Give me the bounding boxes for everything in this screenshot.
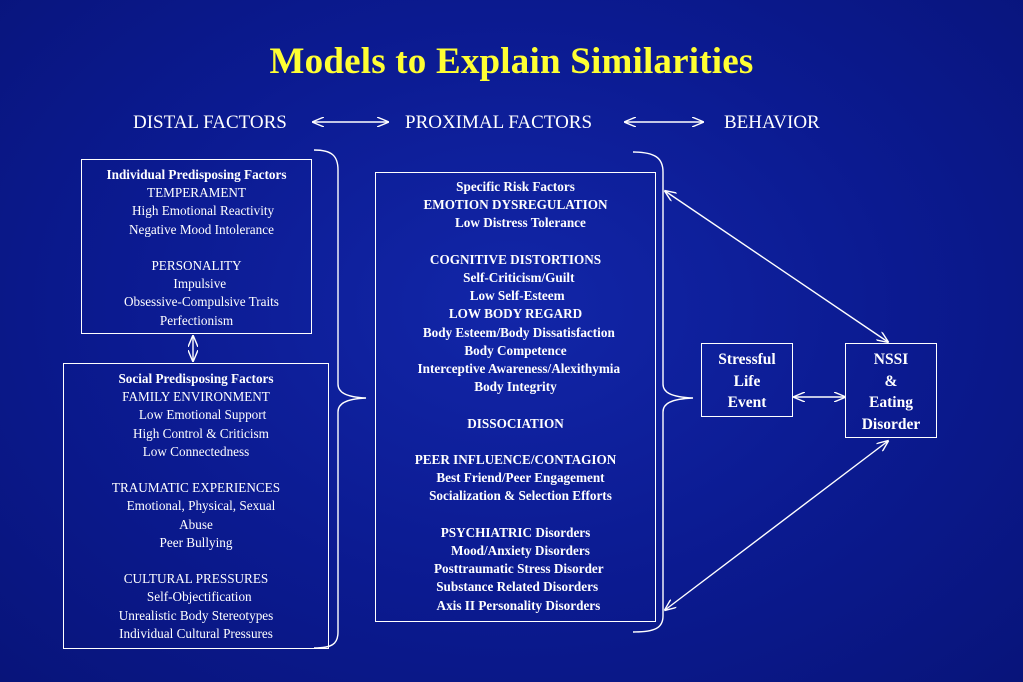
box-line: COGNITIVE DISTORTIONS	[429, 251, 602, 267]
box-line: High Control & Criticism	[123, 425, 269, 441]
box-line	[376, 506, 655, 524]
distal-bracket	[313, 149, 367, 649]
header-behavior: BEHAVIOR	[724, 112, 820, 133]
box-line: NSSI	[873, 351, 909, 368]
box-line: CULTURAL PRESSURES	[123, 571, 269, 587]
box-line: Low Emotional Support	[125, 407, 267, 423]
box-line: TEMPERAMENT	[147, 185, 246, 201]
box-line: EMOTION DYSREGULATION	[423, 197, 608, 213]
box-line: &	[884, 372, 898, 390]
box-line: DISSOCIATION	[467, 415, 564, 431]
box-line	[82, 239, 311, 257]
proximal-bracket	[632, 151, 694, 633]
box-line: PERSONALITY	[151, 258, 242, 274]
box-line: Social Predisposing Factors	[118, 371, 274, 386]
box-line: Self-Criticism/Guilt	[456, 270, 575, 286]
header-distal-factors: DISTAL FACTORS	[133, 112, 287, 133]
box-line	[376, 433, 655, 451]
box-line: Interceptive Awareness/Alexithymia	[410, 361, 621, 377]
box-line	[64, 552, 328, 570]
box-line: FAMILY ENVIRONMENT	[122, 389, 270, 405]
box-line: Axis II Personality Disorders	[430, 597, 601, 613]
box-line: Perfectionism	[159, 312, 234, 328]
box-line: High Emotional Reactivity	[118, 203, 275, 219]
box-line: Individual Predisposing Factors	[106, 167, 287, 182]
box-line: Mood/Anxiety Disorders	[441, 543, 590, 559]
box-line: Posttraumatic Stress Disorder	[427, 561, 604, 577]
box-line: Low Distress Tolerance	[445, 215, 586, 231]
box-line: PEER INFLUENCE/CONTAGION	[414, 452, 617, 468]
box-line: Obsessive-Compulsive Traits	[114, 294, 279, 310]
box-line: Substance Related Disorders	[432, 579, 599, 595]
box-line: Abuse	[179, 516, 213, 532]
box-line: Socialization & Selection Efforts	[419, 488, 612, 504]
box-line: Disorder	[861, 415, 921, 433]
box-line: TRAUMATIC EXPERIENCES	[111, 480, 281, 496]
box-line: Unrealistic Body Stereotypes	[118, 607, 274, 623]
arrow-proximal-nssi-bottom	[665, 441, 888, 610]
box-line: Peer Bullying	[159, 534, 233, 550]
box-line: Impulsive	[166, 276, 227, 292]
box-line: Individual Cultural Pressures	[119, 625, 273, 641]
box-line: Event	[727, 394, 767, 411]
box-line: Specific Risk Factors	[456, 179, 575, 194]
box-line: Stressful	[718, 351, 776, 368]
box-line	[376, 233, 655, 251]
box-line: Body Esteem/Body Dissatisfaction	[416, 324, 615, 340]
box-line: Low Connectedness	[142, 443, 250, 459]
box-line	[64, 461, 328, 479]
box-line: Negative Mood Intolerance	[119, 221, 274, 237]
arrow-proximal-nssi-top	[665, 191, 888, 342]
box-line: Low Self-Esteem	[466, 288, 565, 304]
box-line: PSYCHIATRIC Disorders	[440, 524, 591, 540]
header-proximal-factors: PROXIMAL FACTORS	[405, 112, 593, 133]
box-line: Best Friend/Peer Engagement	[426, 470, 605, 486]
box-line: Body Competence	[464, 342, 567, 358]
box-line: Emotional, Physical, Sexual	[116, 498, 276, 514]
page-title: Models to Explain Similarities	[269, 41, 754, 82]
box-line: Self-Objectification	[140, 589, 252, 605]
box-line: LOW BODY REGARD	[448, 306, 583, 322]
box-line: Body Integrity	[474, 379, 557, 395]
box-line: Life	[733, 372, 761, 390]
box-line: Eating	[869, 394, 913, 411]
box-line	[376, 396, 655, 414]
